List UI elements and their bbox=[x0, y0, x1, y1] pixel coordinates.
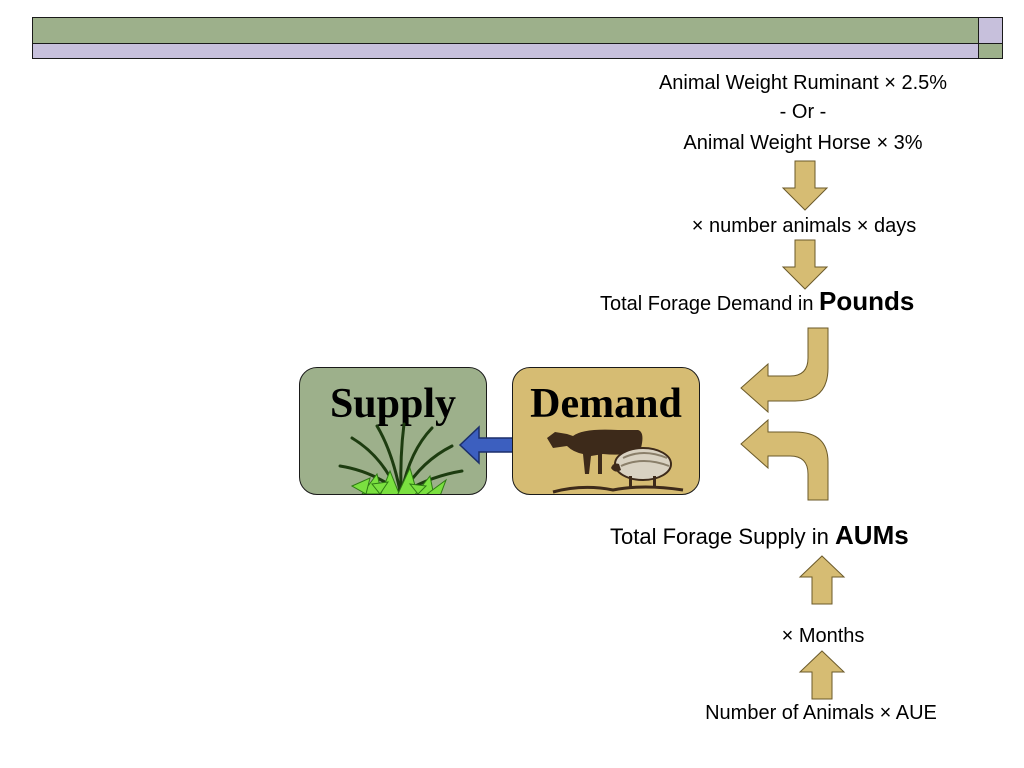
header-band-top bbox=[32, 17, 979, 44]
months-multiplier: × Months bbox=[781, 625, 865, 647]
total-demand-unit: Pounds bbox=[819, 286, 915, 316]
grass-clump-icon bbox=[338, 422, 464, 494]
total-forage-supply: Total Forage Supply in AUMs bbox=[610, 520, 909, 552]
down-arrow-icon bbox=[781, 160, 829, 211]
header-band-bottom bbox=[32, 43, 979, 59]
curved-arrow-icon bbox=[740, 327, 829, 414]
demand-box: Demand bbox=[512, 367, 700, 495]
up-arrow-icon bbox=[798, 555, 846, 605]
header-band-top-end bbox=[978, 17, 1003, 44]
total-demand-prefix: Total Forage Demand in bbox=[600, 293, 820, 315]
or-separator: - Or - bbox=[779, 101, 827, 123]
animals-aue-formula: Number of Animals × AUE bbox=[705, 702, 937, 724]
curved-arrow-icon bbox=[740, 418, 829, 501]
ruminant-weight-formula: Animal Weight Ruminant × 2.5% bbox=[658, 72, 948, 94]
demand-label: Demand bbox=[530, 381, 682, 427]
animals-days-formula: × number animals × days bbox=[691, 215, 917, 237]
cow-and-sheep-icon bbox=[547, 429, 684, 494]
total-supply-prefix: Total Forage Supply in bbox=[610, 524, 836, 549]
up-arrow-icon bbox=[798, 650, 846, 700]
total-forage-demand: Total Forage Demand in Pounds bbox=[600, 286, 914, 319]
total-supply-unit: AUMs bbox=[835, 520, 909, 550]
down-arrow-icon bbox=[781, 239, 829, 290]
horse-weight-formula: Animal Weight Horse × 3% bbox=[683, 132, 923, 154]
header-band-bottom-end bbox=[978, 43, 1003, 59]
supply-box: Supply bbox=[299, 367, 487, 495]
supply-label: Supply bbox=[329, 381, 457, 427]
